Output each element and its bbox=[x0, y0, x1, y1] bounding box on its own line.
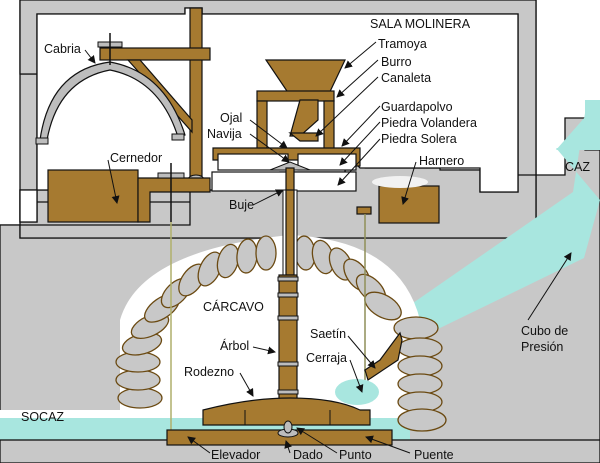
label-sala-molinera: SALA MOLINERA bbox=[370, 17, 471, 31]
label-ojal: Ojal bbox=[220, 111, 242, 125]
label-tramoya: Tramoya bbox=[378, 37, 427, 51]
label-harnero: Harnero bbox=[419, 154, 464, 168]
saetin-handle bbox=[356, 206, 372, 215]
stone-arch bbox=[115, 235, 447, 432]
label-burro: Burro bbox=[381, 55, 412, 69]
label-arbol: Árbol bbox=[220, 338, 249, 353]
label-saetin: Saetín bbox=[310, 327, 346, 341]
cernedor-box bbox=[47, 169, 139, 223]
label-cubo-de-presion-2: Presión bbox=[521, 340, 563, 354]
harnero-flour bbox=[372, 176, 428, 188]
cernedor-chute bbox=[137, 177, 211, 223]
puente-beam bbox=[166, 429, 393, 446]
label-piedra-volandera: Piedra Volandera bbox=[381, 116, 477, 130]
arbol-shaft bbox=[277, 189, 299, 421]
tramoya-burro bbox=[256, 59, 346, 150]
rodezno bbox=[202, 397, 371, 426]
label-punto: Punto bbox=[339, 448, 372, 462]
label-dado: Dado bbox=[293, 448, 323, 462]
label-rodezno: Rodezno bbox=[184, 365, 234, 379]
labels: SALA MOLINERA Tramoya Burro Canaleta Gua… bbox=[21, 17, 590, 462]
punto bbox=[283, 420, 293, 434]
label-piedra-solera: Piedra Solera bbox=[381, 132, 457, 146]
label-navija: Navija bbox=[207, 127, 242, 141]
label-canaleta: Canaleta bbox=[381, 71, 431, 85]
label-cernedor: Cernedor bbox=[110, 151, 162, 165]
label-buje: Buje bbox=[229, 198, 254, 212]
water-jet bbox=[335, 379, 379, 405]
label-socaz: SOCAZ bbox=[21, 410, 64, 424]
label-elevador: Elevador bbox=[211, 448, 260, 462]
label-caz: CAZ bbox=[565, 160, 590, 174]
leader-arrows bbox=[84, 41, 572, 454]
cabria bbox=[35, 7, 211, 186]
cubo-de-presion-water bbox=[400, 100, 600, 345]
label-cabria: Cabria bbox=[44, 42, 81, 56]
label-guardapolvo: Guardapolvo bbox=[381, 100, 453, 114]
harnero-box bbox=[378, 185, 440, 224]
label-puente: Puente bbox=[414, 448, 454, 462]
label-cerraja: Cerraja bbox=[306, 351, 347, 365]
label-cubo-de-presion-1: Cubo de bbox=[521, 324, 568, 338]
label-carcavo: CÁRCAVO bbox=[203, 299, 264, 314]
